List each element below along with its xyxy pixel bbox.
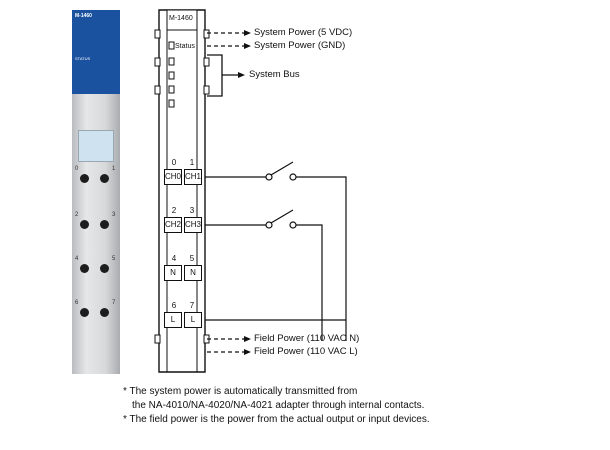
- ch3-wiring: [205, 209, 323, 341]
- photo-terminal: [100, 308, 109, 317]
- photo-terminal-label: 2: [75, 212, 79, 218]
- module-status-label: Status: [175, 43, 195, 50]
- terminal-n: N: [164, 265, 182, 281]
- label-field-power-l: Field Power (110 VAC L): [254, 346, 358, 357]
- arrow-head: [244, 43, 251, 49]
- field-power-arrows: [207, 338, 244, 353]
- label-field-power-n: Field Power (110 VAC N): [254, 333, 360, 344]
- footnote-line-2: the NA-4010/NA-4020/NA-4021 adapter thro…: [132, 400, 425, 411]
- system-bus-bracket: [207, 54, 238, 97]
- channel-number: 7: [189, 301, 195, 310]
- module-photo-top: M-1460 STATUS: [72, 10, 120, 94]
- terminal-ch2: CH2: [164, 217, 182, 233]
- arrow-head: [244, 349, 251, 355]
- photo-terminal-label: 1: [112, 166, 116, 172]
- photo-status-label: STATUS: [75, 56, 91, 61]
- module-notches: [154, 29, 210, 344]
- channel-number: 2: [171, 206, 177, 215]
- photo-terminal: [100, 174, 109, 183]
- terminal-ch0: CH0: [164, 169, 182, 185]
- photo-terminal-label: 3: [112, 212, 116, 218]
- ch1-wiring: [205, 161, 347, 341]
- terminal-l: L: [164, 312, 182, 328]
- photo-terminal-label: 5: [112, 256, 116, 262]
- arrow-head: [244, 30, 251, 36]
- photo-terminal-label: 4: [75, 256, 79, 262]
- footnote-line-1: * The system power is automatically tran…: [123, 386, 358, 397]
- channel-number: 1: [189, 158, 195, 167]
- module-photo: M-1460 STATUS 0 1 2 3 4 5 6 7: [72, 10, 120, 374]
- channel-number: 6: [171, 301, 177, 310]
- terminal-ch3: CH3: [184, 217, 202, 233]
- channel-number: 4: [171, 254, 177, 263]
- photo-terminal: [80, 174, 89, 183]
- photo-terminal: [80, 264, 89, 273]
- photo-terminal-label: 7: [112, 300, 116, 306]
- module-model-label: M-1460: [169, 15, 193, 22]
- module-photo-window: [78, 130, 114, 162]
- module-inner-rail: [166, 10, 198, 372]
- channel-number: 5: [189, 254, 195, 263]
- photo-terminal: [100, 264, 109, 273]
- photo-terminal: [80, 308, 89, 317]
- label-system-power-gnd: System Power (GND): [254, 40, 346, 51]
- terminal-l: L: [184, 312, 202, 328]
- arrow-head: [244, 336, 251, 342]
- photo-terminal-label: 6: [75, 300, 79, 306]
- module-header: [166, 9, 198, 31]
- label-system-power-5vdc: System Power (5 VDC): [254, 27, 353, 38]
- photo-terminal: [80, 220, 89, 229]
- bus-contacts: [168, 41, 175, 108]
- terminal-ch1: CH1: [184, 169, 202, 185]
- channel-number: 0: [171, 158, 177, 167]
- photo-terminal: [100, 220, 109, 229]
- photo-model-label: M-1460: [75, 13, 92, 19]
- channel-number: 3: [189, 206, 195, 215]
- label-system-bus: System Bus: [249, 69, 300, 80]
- footnote-line-3: * The field power is the power from the …: [123, 414, 430, 425]
- sys-power-arrows: [207, 32, 244, 47]
- terminal-n: N: [184, 265, 202, 281]
- photo-terminal-label: 0: [75, 166, 79, 172]
- arrow-head: [238, 72, 245, 78]
